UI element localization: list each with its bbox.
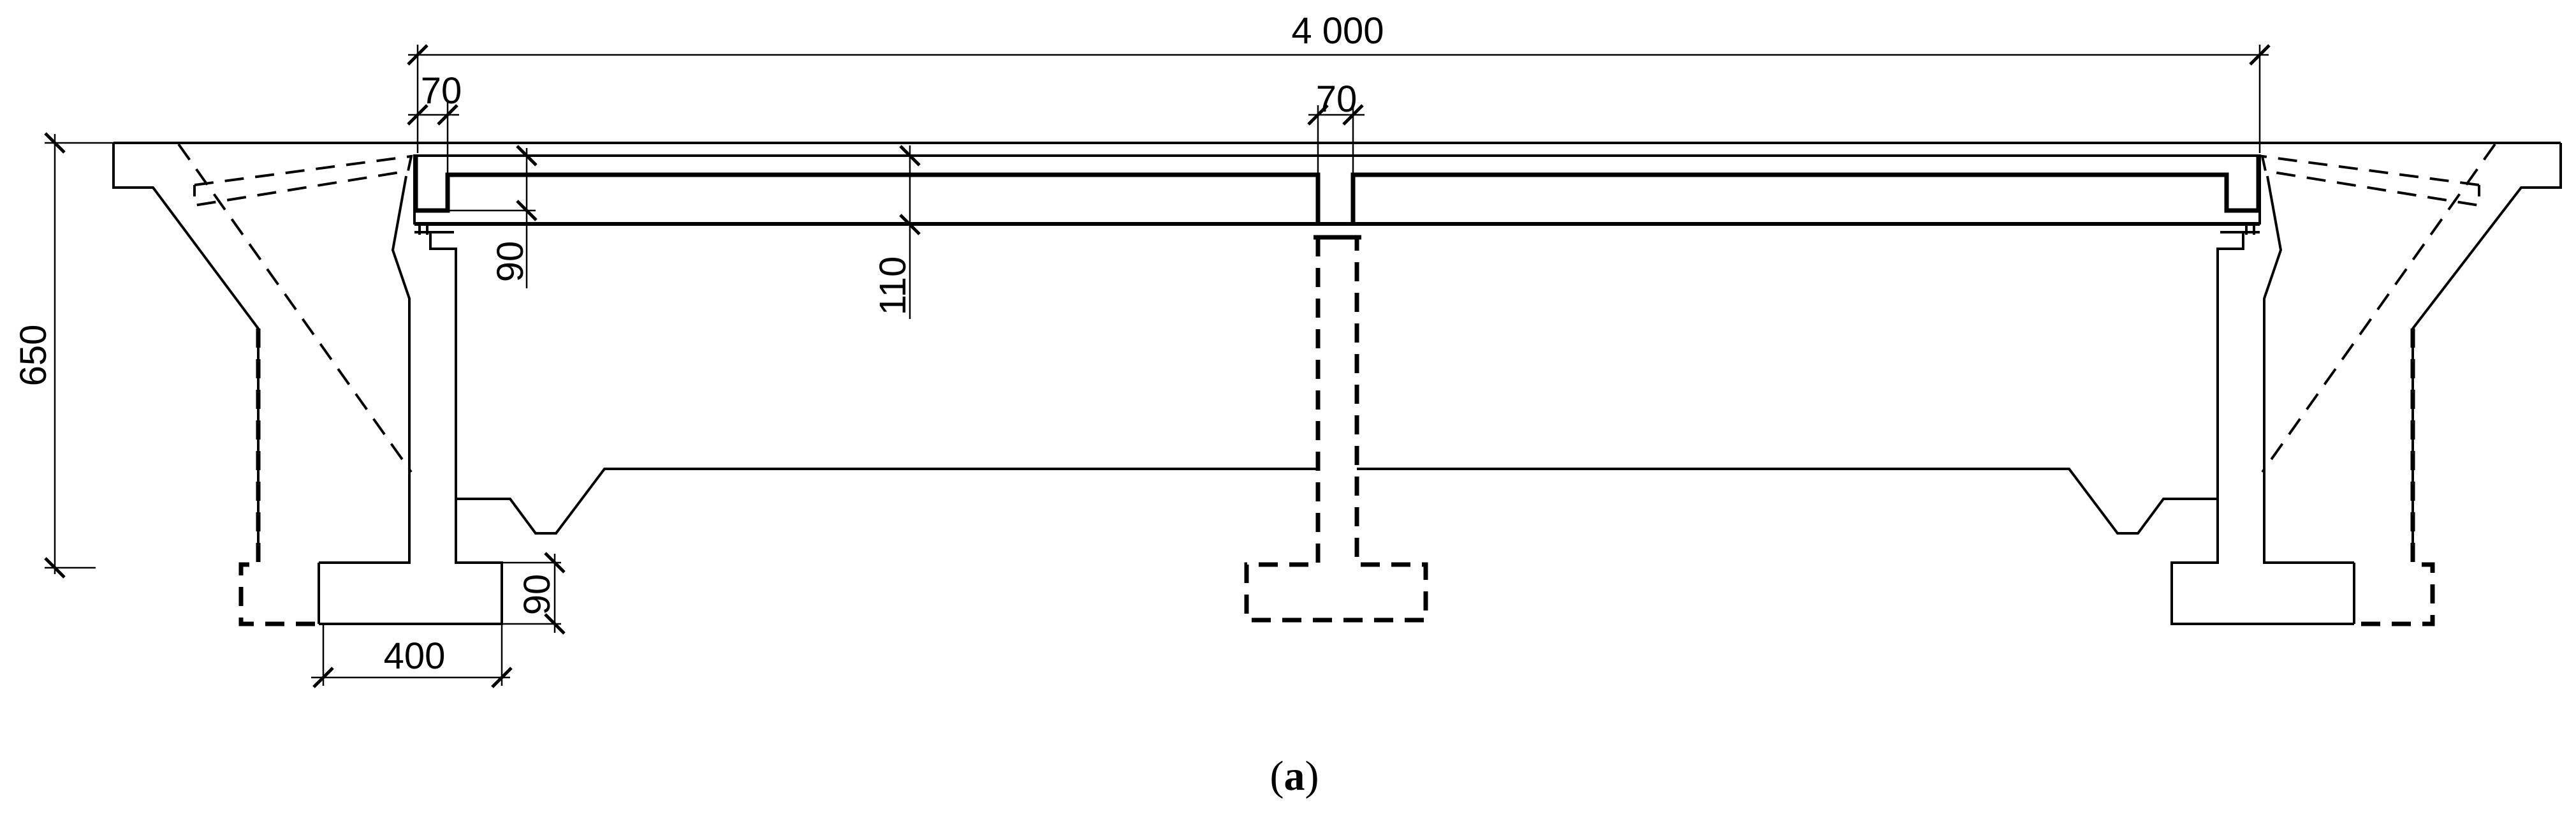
dim-70-center-tick-b	[1342, 104, 1364, 126]
dim-400-text: 400	[384, 635, 446, 677]
channel-invert-line	[456, 468, 1318, 535]
dim-70-left-tick-b	[437, 104, 458, 126]
caption-close-paren: )	[1305, 753, 1319, 799]
left-wall-outer	[319, 175, 411, 564]
dim-110-tick-a	[899, 145, 921, 166]
dim-400-tick-a	[312, 667, 334, 688]
dim-70-left-tick-a	[407, 104, 428, 126]
dim-90-footing-text: 90	[516, 574, 558, 616]
channel-invert	[456, 468, 2218, 535]
dim-110-text: 110	[872, 256, 914, 315]
dim-70-center-tick-a	[1307, 104, 1329, 126]
deck-slab-outline	[413, 154, 2261, 225]
dimension-lines: 4 000 70 70 90 110 650	[13, 10, 2271, 688]
hidden-struts	[177, 143, 2496, 626]
dim-90-footing-tick-b	[544, 613, 566, 635]
right-existing-abutment	[2354, 329, 2435, 626]
left-strut-diagonal	[177, 143, 413, 473]
dim-70-left-text: 70	[421, 70, 462, 112]
channel-invert-line-right	[1357, 468, 2218, 535]
caption-open-paren: (	[1270, 753, 1284, 799]
dim-90-slab-tick-b	[516, 200, 538, 221]
abutments	[318, 175, 2355, 625]
dim-650-tick-a	[44, 132, 66, 154]
right-strut-diagonal	[2261, 143, 2496, 473]
dim-90-footing-tick-a	[544, 552, 566, 574]
right-wall-outer	[2263, 175, 2354, 564]
right-wall-inner	[2170, 232, 2354, 625]
dim-overall-tick-left	[407, 44, 428, 66]
right-slab-unit-profile	[1350, 156, 2261, 223]
deck-section	[112, 142, 2562, 561]
left-existing-abutment	[238, 329, 319, 626]
dim-400-tick-b	[491, 667, 513, 688]
dim-70-center-text: 70	[1316, 78, 1358, 120]
dim-90-slab-tick-a	[516, 145, 538, 166]
dim-110-tick-b	[899, 214, 921, 235]
figure-caption: (a)	[1270, 753, 1319, 799]
caption-label: a	[1284, 753, 1305, 799]
center-pier-existing	[1244, 235, 1428, 623]
dim-90-slab-text: 90	[490, 241, 531, 283]
right-strut-upper	[2260, 154, 2480, 207]
left-strut-upper	[193, 154, 413, 207]
right-cantilever-outline	[2411, 143, 2562, 561]
left-slab-unit-profile	[413, 156, 1321, 223]
dim-650-tick-b	[44, 557, 66, 579]
dim-650-text: 650	[13, 325, 54, 387]
dim-overall-text: 4 000	[1291, 10, 1384, 52]
dim-overall-tick-right	[2249, 44, 2271, 66]
left-cantilever-outline	[112, 143, 260, 561]
